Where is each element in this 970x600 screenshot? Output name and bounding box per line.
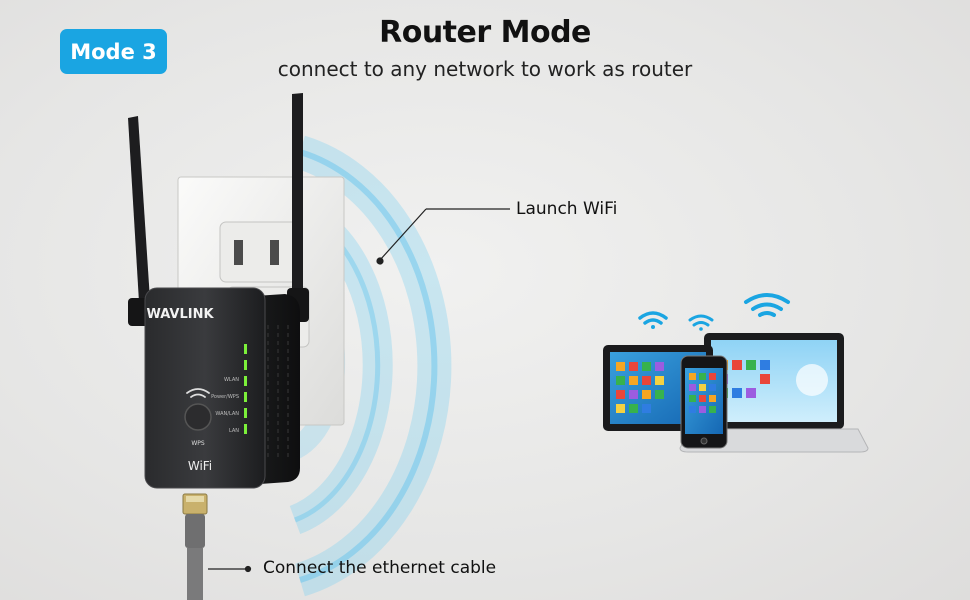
leader-lines xyxy=(208,208,510,573)
led-indicator xyxy=(244,376,247,386)
wps-label: WPS xyxy=(191,440,205,447)
callout-ethernet: Connect the ethernet cable xyxy=(263,558,497,578)
wifi-icon xyxy=(688,314,714,331)
led-indicator xyxy=(244,424,247,434)
ethernet-cable xyxy=(182,493,208,600)
page-subtitle: connect to any network to work as router xyxy=(277,57,693,81)
page-title: Router Mode xyxy=(379,15,591,50)
brand-logo: WAVLINK xyxy=(146,307,214,322)
led-label: LAN xyxy=(229,428,239,434)
wps-button xyxy=(184,403,212,431)
led-indicator xyxy=(244,344,247,354)
wifi-icon xyxy=(186,388,210,398)
wifi-icon xyxy=(744,293,790,317)
wifi-icon xyxy=(638,311,668,329)
mode-badge: Mode 3 xyxy=(60,29,167,74)
led-label: Power/WPS xyxy=(211,394,239,400)
laptop xyxy=(679,333,869,453)
led-indicator xyxy=(244,408,247,418)
led-indicator xyxy=(244,392,247,402)
antennas xyxy=(128,93,309,326)
led-label: WAN/LAN xyxy=(215,411,239,417)
callout-launch-wifi: Launch WiFi xyxy=(516,199,618,219)
led-indicator xyxy=(244,360,247,370)
router: WAVLINK WLAN Power/WPS WAN/LAN LAN WPS W… xyxy=(144,287,300,489)
phone xyxy=(680,355,728,449)
wifi-logo: WiFi xyxy=(188,459,212,473)
led-label: WLAN xyxy=(224,377,239,383)
